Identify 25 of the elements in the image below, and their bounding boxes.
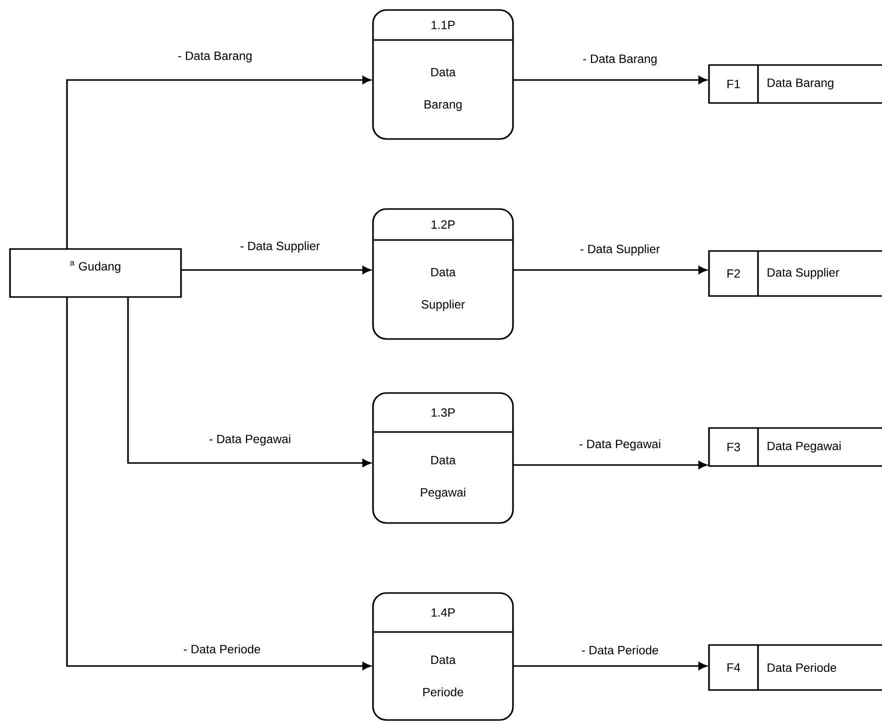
arrow: [513, 76, 707, 84]
edge-label: - Data Periode: [182, 643, 262, 655]
arrow: [127, 297, 371, 467]
data-store: F1 Data Barang: [708, 64, 882, 104]
edge-label: - Data Pegawai: [578, 438, 662, 452]
arrow: [513, 266, 707, 274]
arrow: [66, 297, 371, 670]
arrow: [513, 461, 707, 469]
arrow: [181, 266, 371, 274]
process-box: 1.3P Data Pegawai: [372, 392, 514, 524]
data-store: F2 Data Supplier: [708, 250, 882, 297]
arrow: [66, 76, 371, 249]
edge-label: - Data Pegawai: [208, 433, 292, 447]
edge-label: - Data Barang: [176, 50, 254, 64]
edge-label: - Data Supplier: [238, 240, 322, 254]
data-store: F3 Data Pegawai: [708, 427, 882, 467]
entity-box: $^{a}$ Gudang: [9, 248, 182, 298]
data-store: F4 Data Periode: [708, 644, 882, 691]
edge-label: - Data Barang: [581, 53, 659, 67]
process-box: 1.1P Data Barang: [372, 9, 514, 140]
process-box: 1.4P Data Periode: [372, 592, 514, 721]
process-box: 1.2P Data Supplier: [372, 208, 514, 340]
edge-label: - Data Periode: [580, 644, 660, 656]
arrow: [513, 662, 707, 670]
edge-label: - Data Supplier: [578, 243, 662, 257]
